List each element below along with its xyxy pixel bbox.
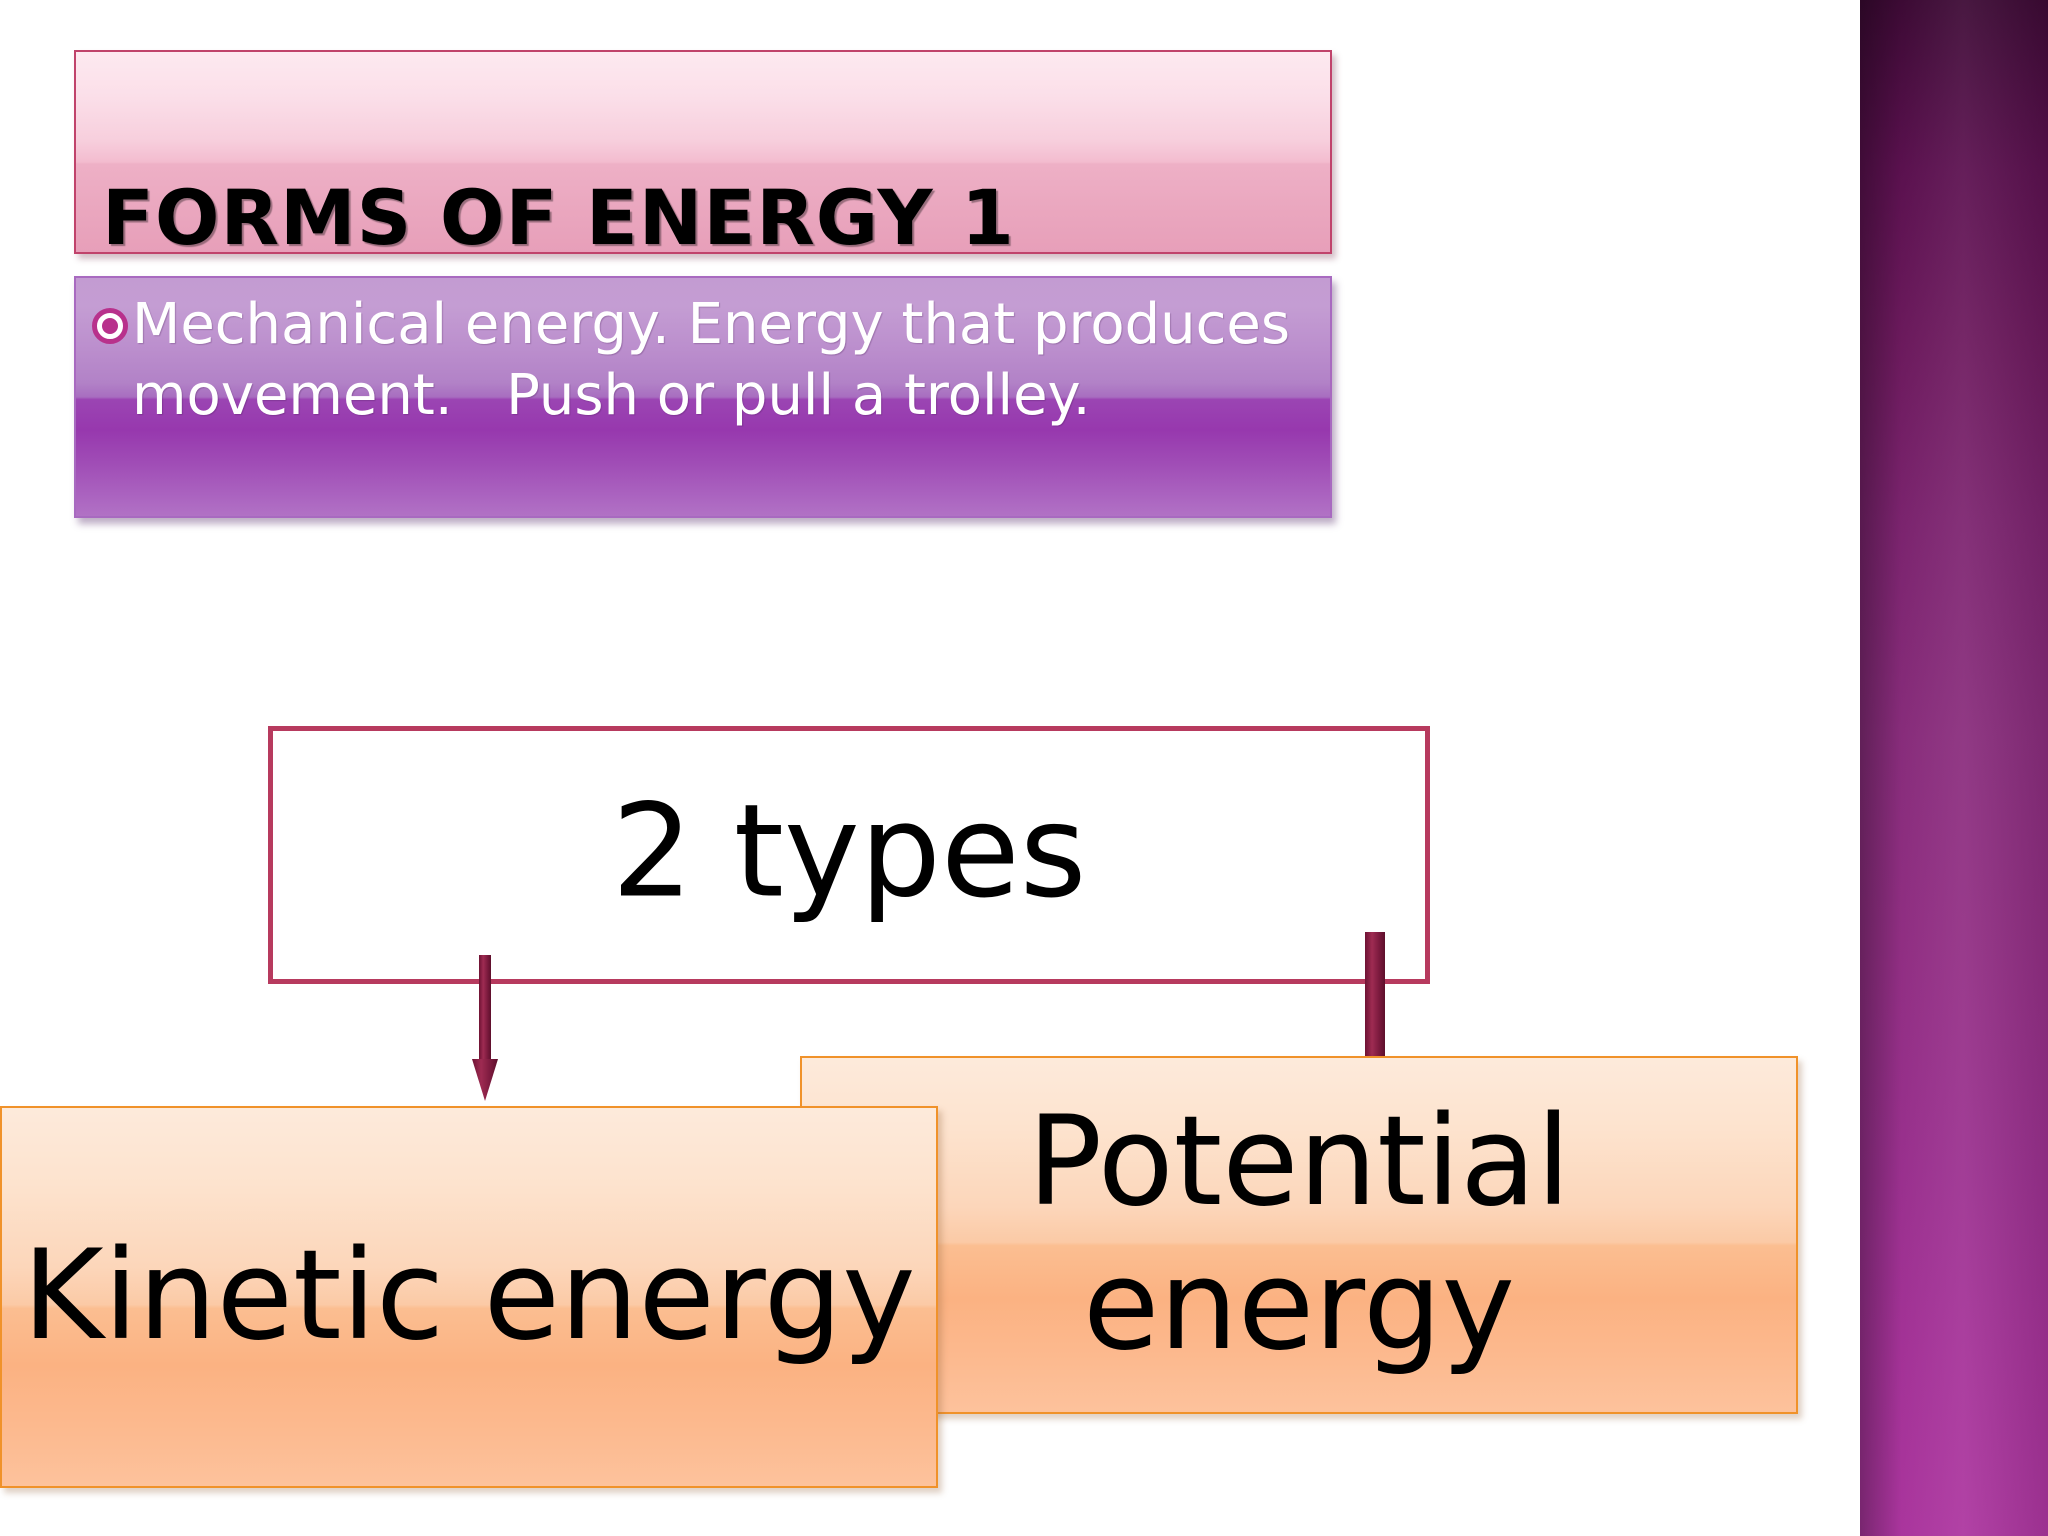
diagram-branch-label-potential: Potential energy — [1027, 1090, 1571, 1378]
side-decoration-band — [1860, 0, 2048, 1536]
slide-title-box: FORMS OF ENERGY 1 — [74, 50, 1332, 262]
diagram-root-box: 2 types — [268, 726, 1430, 984]
diagram-root-label: 2 types — [611, 777, 1087, 927]
down-arrow-icon-left — [472, 955, 498, 1101]
body-text: Mechanical energy. Energy that produces … — [132, 292, 1308, 428]
page-title: FORMS OF ENERGY 1 — [102, 173, 1015, 262]
diagram-branch-label-kinetic: Kinetic energy — [22, 1224, 916, 1369]
diagram-branch-box-kinetic: Kinetic energy — [0, 1106, 938, 1488]
body-bullet-row: Mechanical energy. Energy that produces … — [92, 290, 1320, 431]
ring-bullet-icon — [92, 308, 128, 344]
side-decoration-band-shading — [1860, 0, 2048, 1536]
slide-body-box: Mechanical energy. Energy that produces … — [74, 276, 1332, 518]
diagram-branch-box-potential: Potential energy — [800, 1056, 1798, 1414]
